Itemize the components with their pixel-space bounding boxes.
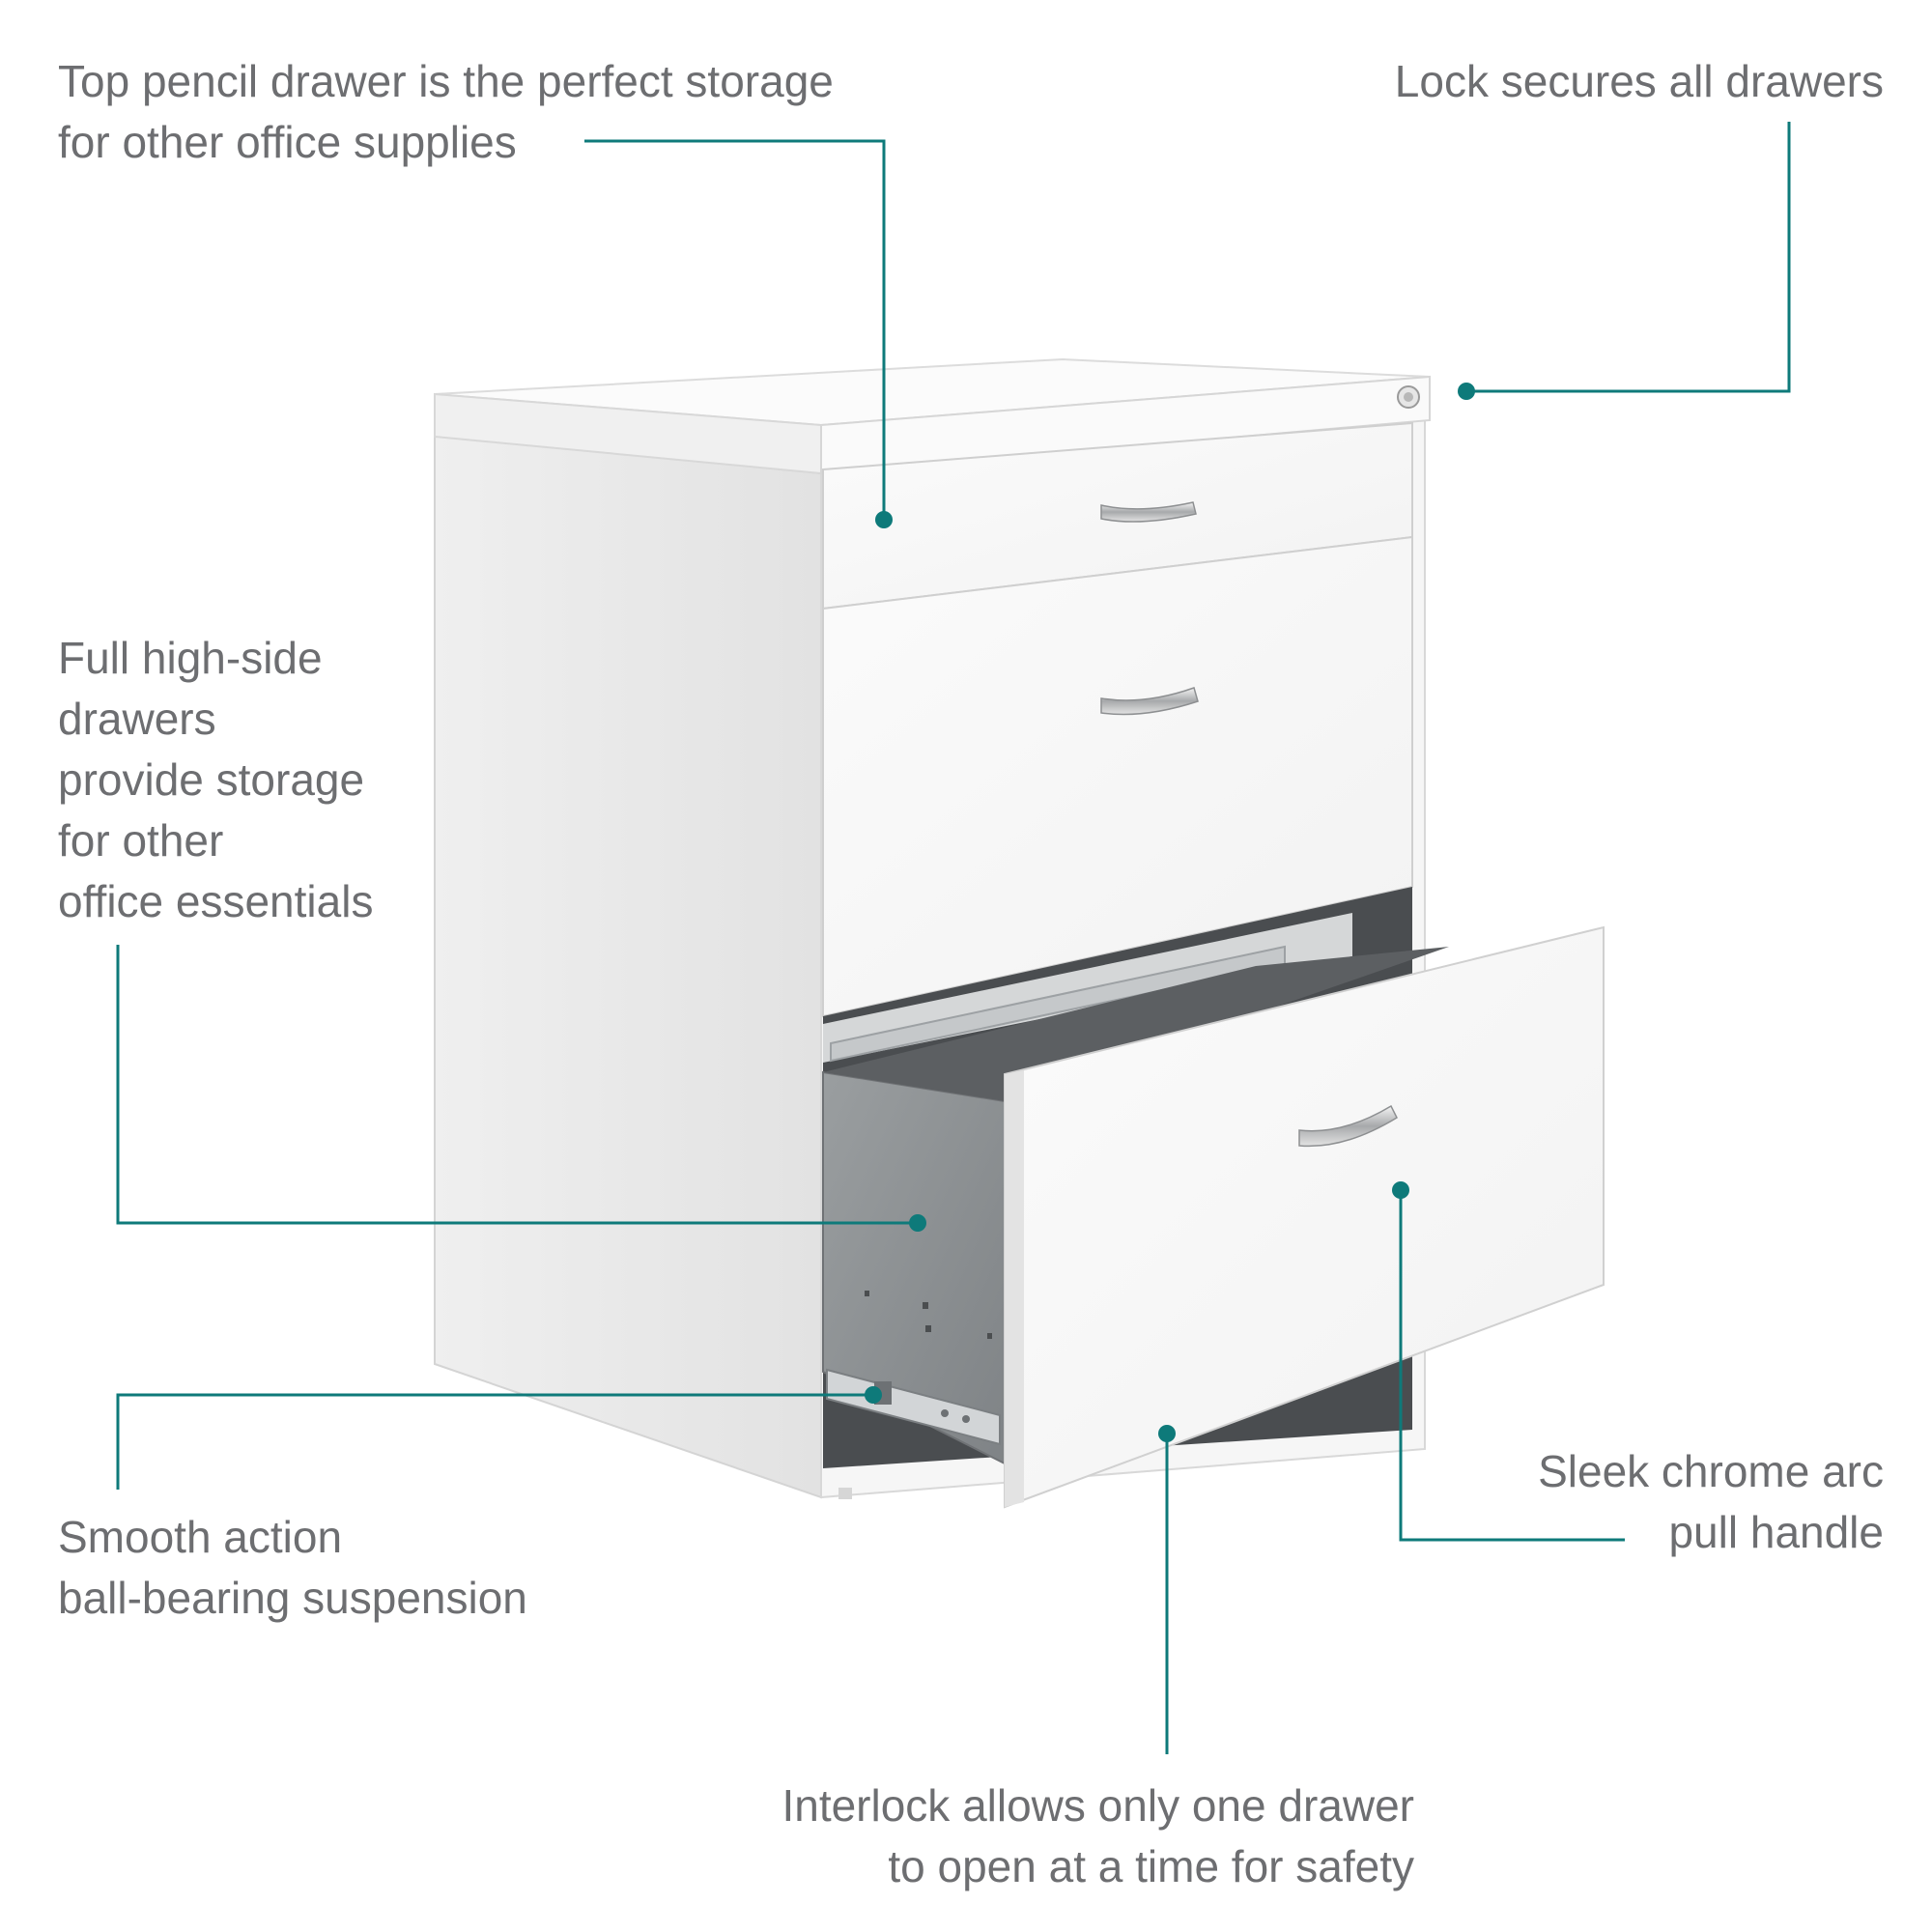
callout-line: to open at a time for safety xyxy=(888,1841,1414,1891)
top-drawer-callout: Top pencil drawer is the perfect storage… xyxy=(58,51,834,173)
cabinet-side-panel xyxy=(434,433,822,1499)
high-side-dot xyxy=(909,1214,926,1232)
pull-handle-icon xyxy=(1100,687,1199,716)
suspension-callout: Smooth action ball-bearing suspension xyxy=(58,1507,527,1629)
callout-line: Smooth action xyxy=(58,1512,343,1562)
callout-line: for other office supplies xyxy=(58,117,517,167)
high-side-leader xyxy=(116,945,918,1225)
callout-line: office essentials xyxy=(58,876,374,926)
callout-line: provide storage xyxy=(58,754,365,805)
lock-leader xyxy=(1466,122,1791,393)
callout-line: Lock secures all drawers xyxy=(1394,56,1884,106)
callout-line: Top pencil drawer is the perfect storage xyxy=(58,56,834,106)
callout-line: Interlock allows only one drawer xyxy=(781,1780,1414,1831)
callout-line: pull handle xyxy=(1668,1507,1884,1557)
suspension-dot xyxy=(865,1386,882,1404)
lock-callout: Lock secures all drawers xyxy=(1395,51,1884,112)
pull-handle-icon xyxy=(1100,501,1197,523)
top-drawer-dot xyxy=(875,511,893,528)
callout-line: ball-bearing suspension xyxy=(58,1573,527,1623)
callout-line: Full high-side xyxy=(58,633,323,683)
interlock-dot xyxy=(1158,1425,1176,1442)
top-drawer-leader xyxy=(584,139,886,520)
callout-line: for other xyxy=(58,815,224,866)
interlock-callout: Interlock allows only one drawer to open… xyxy=(781,1776,1414,1897)
callout-line: Sleek chrome arc xyxy=(1538,1446,1884,1496)
callout-lines xyxy=(116,122,1791,1754)
handle-callout: Sleek chrome arc pull handle xyxy=(1538,1441,1884,1563)
callout-dots xyxy=(865,383,1475,1442)
pull-handle-icon xyxy=(1298,1104,1398,1148)
lock-icon xyxy=(1397,385,1420,409)
lock-dot xyxy=(1458,383,1475,400)
callout-line: drawers xyxy=(58,694,216,744)
handle-leader xyxy=(1399,1190,1625,1542)
suspension-leader xyxy=(116,1393,873,1490)
high-side-callout: Full high-side drawers provide storage f… xyxy=(58,628,373,932)
handle-dot xyxy=(1392,1181,1409,1199)
